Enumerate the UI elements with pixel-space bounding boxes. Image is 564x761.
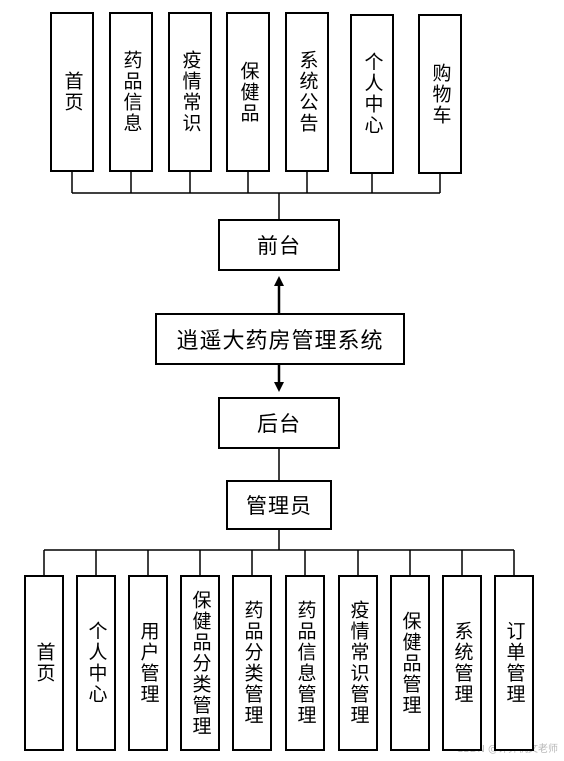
node-b-drug-cat-label: 药品分类管理 (241, 600, 264, 726)
node-root: 逍遥大药房管理系统 (155, 313, 405, 365)
node-f-epidemic: 疫情常识 (168, 12, 212, 172)
node-b-epidemic-label: 疫情常识管理 (347, 600, 370, 726)
node-b-user-label: 用户管理 (137, 621, 160, 705)
node-f-personal: 个人中心 (350, 14, 394, 174)
node-f-cart: 购物车 (418, 14, 462, 174)
node-f-drug-info: 药品信息 (109, 12, 153, 172)
node-f-notice: 系统公告 (285, 12, 329, 172)
node-f-personal-label: 个人中心 (361, 52, 384, 136)
node-backend: 后台 (218, 397, 340, 449)
node-frontend-label: 前台 (257, 234, 301, 258)
node-b-order-label: 订单管理 (503, 621, 526, 705)
node-b-drug-info: 药品信息管理 (285, 575, 325, 751)
node-f-cart-label: 购物车 (429, 62, 452, 126)
node-b-notice: 系统管理 (442, 575, 482, 751)
node-f-home-label: 首页 (61, 71, 84, 113)
node-b-personal: 个人中心 (76, 575, 116, 751)
node-b-health: 保健品管理 (390, 575, 430, 751)
node-f-health: 保健品 (226, 12, 270, 172)
node-b-home: 首页 (24, 575, 64, 751)
node-admin-label: 管理员 (246, 494, 312, 518)
node-b-drug-info-label: 药品信息管理 (294, 600, 317, 726)
node-b-drug-cat: 药品分类管理 (232, 575, 272, 751)
node-backend-label: 后台 (257, 412, 301, 436)
node-admin: 管理员 (226, 480, 332, 530)
node-f-health-label: 保健品 (237, 60, 260, 124)
node-root-label: 逍遥大药房管理系统 (176, 329, 384, 354)
node-b-notice-label: 系统管理 (451, 621, 474, 705)
node-b-home-label: 首页 (33, 642, 56, 684)
node-b-epidemic: 疫情常识管理 (338, 575, 378, 751)
node-b-user: 用户管理 (128, 575, 168, 751)
node-b-health-cat: 保健品分类管理 (180, 575, 220, 751)
node-f-drug-info-label: 药品信息 (120, 50, 143, 134)
node-f-epidemic-label: 疫情常识 (179, 50, 202, 134)
node-f-notice-label: 系统公告 (296, 50, 319, 134)
node-f-home: 首页 (50, 12, 94, 172)
node-frontend: 前台 (218, 219, 340, 271)
node-b-health-cat-label: 保健品分类管理 (189, 589, 212, 737)
node-b-order: 订单管理 (494, 575, 534, 751)
node-b-personal-label: 个人中心 (85, 621, 108, 705)
node-b-health-label: 保健品管理 (399, 610, 422, 716)
